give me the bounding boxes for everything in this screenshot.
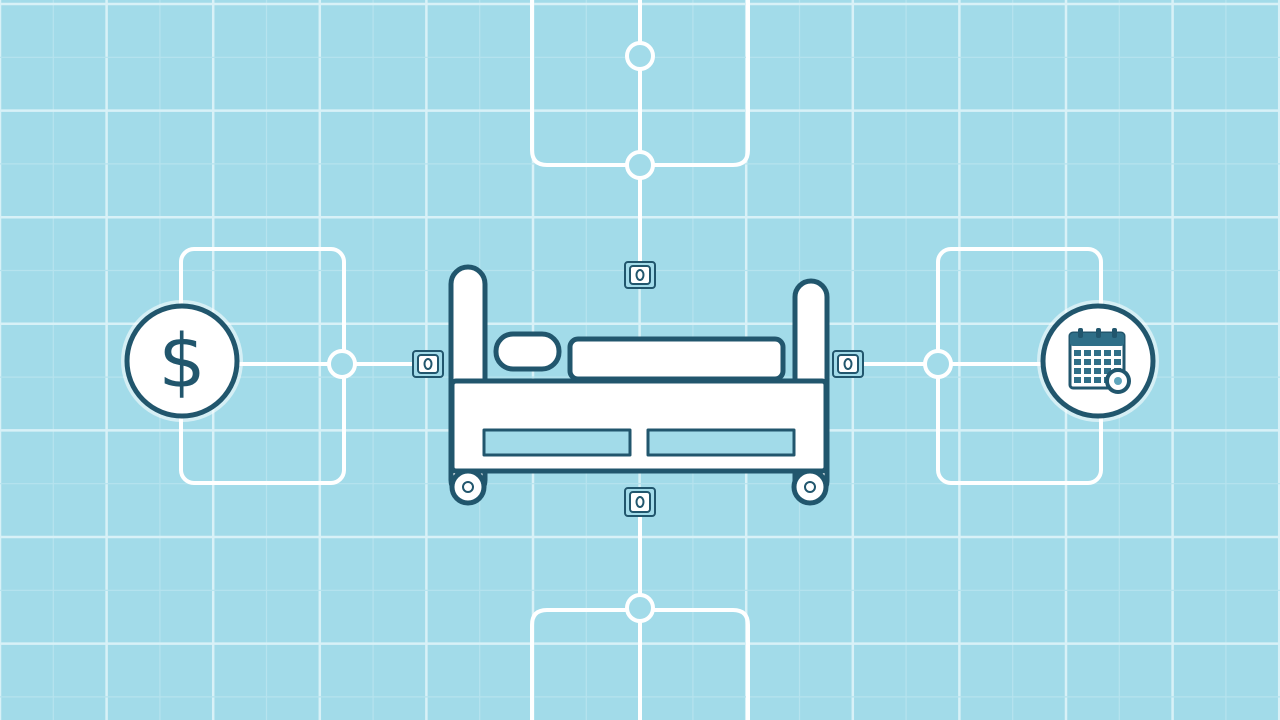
calendar-day-cell [1074, 359, 1081, 365]
calendar-day-cell [1074, 377, 1081, 383]
calendar-day-cell [1094, 350, 1101, 356]
calendar-day-cell [1104, 359, 1111, 365]
calendar-day-cell [1084, 368, 1091, 374]
junction-dot [625, 41, 655, 71]
junction-dot [625, 150, 655, 180]
bed-wheel-hub [462, 481, 474, 493]
calendar-day-cell [1074, 368, 1081, 374]
connector-chips [412, 261, 864, 517]
coin-icon [1105, 368, 1131, 394]
calendar-day-cell [1094, 368, 1101, 374]
calendar-day-cell [1084, 350, 1091, 356]
dollar-icon: $ [121, 300, 243, 422]
coin-icon [624, 487, 656, 517]
dollar-symbol: $ [158, 319, 205, 405]
bed-wheel-hub [804, 481, 816, 493]
coin-icon [624, 261, 656, 289]
coin-icon [412, 350, 444, 378]
calendar-day-cell [1114, 350, 1121, 356]
calendar-day-cell [1074, 350, 1081, 356]
calendar-day-cell [1084, 377, 1091, 383]
calendar-day-cell [1104, 350, 1111, 356]
calendar-icon [1037, 300, 1159, 422]
junction-dots [327, 41, 953, 623]
calendar-day-cell [1084, 359, 1091, 365]
calendar-day-cell [1094, 359, 1101, 365]
junction-dot [625, 593, 655, 623]
bed-panel [646, 428, 796, 457]
junction-dot [923, 349, 953, 379]
coin-icon [832, 350, 864, 378]
hospital-bed-icon [448, 264, 830, 506]
calendar-day-cell [1114, 359, 1121, 365]
calendar-day-cell [1094, 377, 1101, 383]
bed-pillow [493, 331, 562, 372]
bed-frame [449, 378, 829, 474]
calendar-day-cell [1104, 368, 1111, 374]
bed-mattress [567, 336, 786, 382]
junction-dot [327, 349, 357, 379]
bed-panel [482, 428, 632, 457]
